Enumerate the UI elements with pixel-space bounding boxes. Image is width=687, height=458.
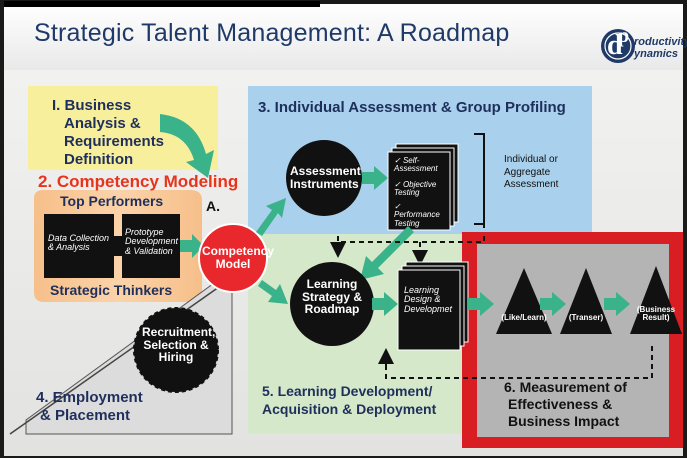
testing-item-objective: ✓ Objective Testing xyxy=(394,180,437,198)
individual-aggregate-note: Individual or Aggregate Assessment xyxy=(504,154,559,190)
recruitment-bubble-inner xyxy=(138,312,214,388)
step1-line3: Requirements xyxy=(64,133,165,150)
arrow-to-transfer-icon xyxy=(540,292,566,316)
competency-model-circle xyxy=(198,223,268,293)
assessment-instruments-label: Assessment Instruments xyxy=(290,164,361,191)
competency-model-label: Competency Model xyxy=(202,244,275,271)
design-stack-front xyxy=(397,269,461,351)
step1-line4: Definition xyxy=(64,151,134,168)
step6-panel xyxy=(477,244,669,437)
step6-line3: Business Impact xyxy=(508,413,620,429)
testing-item-objective-label: Objective Testing xyxy=(394,180,437,198)
triangle-business-result-label: (Business Result) xyxy=(636,305,676,323)
testing-item-self-label: Self-Assessment xyxy=(394,156,438,174)
step2-title: 2. Competency Modeling xyxy=(38,172,239,191)
learning-strategy-circle xyxy=(290,262,374,346)
prototype-label: Prototype Development & Validation xyxy=(125,227,179,256)
triangle-transfer-label: (Transer) xyxy=(568,313,604,322)
triangle-business-result xyxy=(630,266,682,334)
testing-item-performance: ✓ Performance Testing xyxy=(394,202,440,228)
testing-stack-front xyxy=(387,151,451,231)
header-band xyxy=(4,4,683,70)
arrow-to-model-icon xyxy=(180,234,204,258)
arrow-to-strategy-icon xyxy=(258,280,288,304)
step3-title: 3. Individual Assessment & Group Profili… xyxy=(258,99,566,116)
arrow-testing-to-strategy-icon xyxy=(360,226,414,280)
testing-item-self: ✓ Self-Assessment xyxy=(394,156,438,174)
logo-text-productivity: roductivity xyxy=(634,36,687,48)
triangle-like-learn xyxy=(496,268,552,334)
logo-text-dynamics: ynamics xyxy=(634,48,679,60)
arrow-to-design-icon xyxy=(372,292,398,316)
step4-triangle-edge xyxy=(9,267,247,435)
step1-line1: I. Business xyxy=(52,97,132,114)
data-collection-label: Data Collection & Analysis xyxy=(48,233,110,253)
triangle-like-learn-label: (Like/Learn) xyxy=(501,313,547,322)
prototype-box xyxy=(122,214,180,278)
arrow-to-assessment-icon xyxy=(256,198,286,236)
step5-line2: Acquisition & Deployment xyxy=(262,401,437,417)
top-performers-label: Top Performers xyxy=(60,193,164,209)
step6-line1: 6. Measurement of xyxy=(504,379,627,395)
arrow-to-like-learn-icon xyxy=(468,292,494,316)
recruitment-label: Recruitment, Selection & Hiring xyxy=(142,325,216,365)
marker-a: A. xyxy=(206,198,220,214)
step5-line1: 5. Learning Development/ xyxy=(262,383,433,399)
logo-letter-p: p xyxy=(618,25,630,47)
testing-item-performance-label: Performance Testing xyxy=(394,210,440,228)
learning-design-label: Learning Design & Developmet xyxy=(404,285,453,314)
strategic-thinkers-label: Strategic Thinkers xyxy=(50,282,173,298)
arrow-to-testing-icon xyxy=(362,166,388,190)
page-title: Strategic Talent Management: A Roadmap xyxy=(34,19,510,47)
data-collection-box xyxy=(44,214,114,278)
step5-panel-top xyxy=(248,234,478,246)
triangle-transfer xyxy=(560,268,612,334)
logo-letter-d: d xyxy=(607,30,623,61)
learning-strategy-label: Learning Strategy & Roadmap xyxy=(301,277,363,317)
step4-line2: & Placement xyxy=(40,407,131,424)
arrow-to-business-result-icon xyxy=(604,292,630,316)
step1-line2: Analysis & xyxy=(64,115,141,132)
productivity-dynamics-logo xyxy=(601,29,635,63)
assessment-instruments-circle xyxy=(286,140,362,216)
curved-arrow-icon xyxy=(160,114,214,178)
step6-line2: Effectiveness & xyxy=(508,396,613,412)
dashed-feedback-loop xyxy=(385,346,653,379)
dashed-loop-top xyxy=(337,232,485,243)
step4-line1: 4. Employment xyxy=(36,389,143,406)
